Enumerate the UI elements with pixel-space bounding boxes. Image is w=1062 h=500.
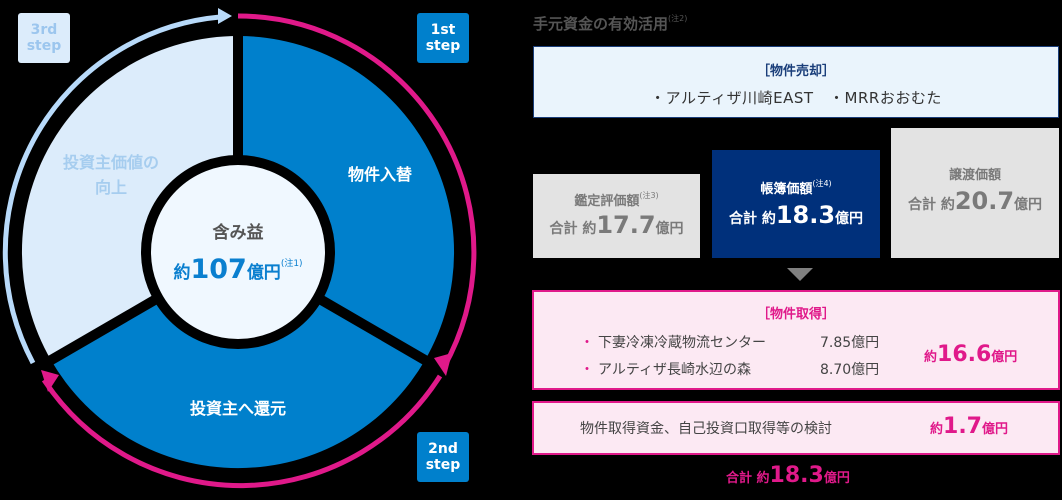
- acquisition-item: ・アルティザ長崎水辺の森 8.70億円: [580, 359, 879, 379]
- price-value: 合計 約17.7億円: [533, 211, 700, 239]
- transfer-price-box: 譲渡価額 合計 約20.7億円: [891, 128, 1059, 258]
- total-label: 合計 約: [728, 211, 776, 227]
- amount: 20.7: [954, 187, 1015, 215]
- label-line: 投資主価値の: [62, 153, 159, 172]
- property-amount: 8.70億円: [820, 362, 880, 378]
- approx-prefix: 約: [924, 350, 938, 365]
- price-label: 帳簿価額(注4): [712, 178, 880, 197]
- amount: 1.7: [943, 414, 982, 439]
- cycle-arrow-1: [237, 13, 477, 369]
- property-name: 下妻冷凍冷蔵物流センター: [598, 335, 766, 351]
- arrowhead-3: [218, 8, 232, 24]
- step-word: step: [26, 38, 62, 54]
- sale-items: ・アルティザ川崎EAST ・MRRおおむた: [650, 89, 942, 107]
- price-value: 合計 約20.7億円: [891, 187, 1059, 215]
- appraisal-value-box: 鑑定評価額(注3) 合計 約17.7億円: [533, 174, 700, 258]
- consideration-text: 物件取得資金、自己投資口取得等の検討: [580, 421, 832, 437]
- unrealized-gain-title: 含み益: [212, 223, 264, 243]
- price-label: 譲渡価額: [891, 164, 1059, 183]
- approx-prefix: 約: [930, 422, 944, 437]
- unrealized-gain-value: 約107億円(注1): [150, 254, 326, 285]
- footnote-ref: (注4): [812, 179, 832, 188]
- segment-label-property-replacement: 物件入替: [347, 165, 412, 184]
- approx-prefix: 約: [173, 263, 191, 283]
- arrowhead-1: [434, 353, 452, 376]
- cycle-diagram: [2, 8, 477, 489]
- unit: 億円: [982, 422, 1009, 437]
- footnote-ref: (注1): [280, 259, 303, 269]
- consideration-box: 物件取得資金、自己投資口取得等の検討 約1.7億円: [532, 401, 1060, 455]
- center-circle: [141, 155, 335, 349]
- arrowhead-2: [41, 370, 59, 392]
- bullet-icon: ・: [580, 362, 594, 378]
- consideration-amount: 約1.7億円: [930, 414, 1008, 439]
- step-word: step: [425, 457, 461, 473]
- step-number: 1st: [430, 22, 456, 38]
- property-name: アルティザ長崎水辺の森: [598, 362, 752, 378]
- cycle-arrow-2: [41, 374, 443, 489]
- cycle-arrow-3: [2, 14, 221, 365]
- grand-total: 合計 約18.3億円: [726, 463, 850, 488]
- amount: 16.6: [937, 342, 992, 367]
- amount: 107: [190, 254, 247, 285]
- segment-label-value-improvement: 投資主価値の 向上: [46, 150, 176, 200]
- book-value-box: 帳簿価額(注4) 合計 約18.3億円: [712, 150, 880, 258]
- amount: 18.3: [775, 201, 836, 229]
- segment-return-to-investors: [50, 300, 426, 469]
- segment-value-improvement: [21, 36, 238, 360]
- acquisition-item: ・下妻冷凍冷蔵物流センター 7.85億円: [580, 332, 879, 352]
- panel-title: 手元資金の有効活用(注2): [533, 13, 687, 34]
- label-line: 向上: [94, 178, 127, 197]
- label-text: 鑑定評価額: [574, 194, 640, 209]
- property-amount: 7.85億円: [820, 335, 880, 351]
- amount: 17.7: [596, 211, 656, 239]
- unit: 億円: [246, 263, 281, 283]
- step-badge-2nd: 2nd step: [417, 432, 469, 482]
- unit: 億円: [655, 221, 684, 237]
- amount: 18.3: [769, 463, 824, 488]
- total-label: 合計 約: [549, 221, 597, 237]
- title-text: 手元資金の有効活用: [533, 15, 669, 33]
- bullet-icon: ・: [580, 335, 594, 351]
- total-label: 合計 約: [907, 197, 955, 213]
- acquisition-total: 約16.6億円: [924, 342, 1017, 367]
- step-number: 3rd: [30, 22, 58, 38]
- step-badge-1st: 1st step: [417, 13, 469, 63]
- segment-label-return-to-investors: 投資主へ還元: [189, 399, 286, 418]
- step-word: step: [425, 38, 461, 54]
- segment-property-replacement: [238, 35, 455, 360]
- unit: 億円: [1014, 197, 1043, 213]
- total-label: 合計 約: [726, 471, 770, 486]
- footnote-ref: (注3): [639, 191, 659, 200]
- acquisition-header: ［物件取得］: [756, 307, 835, 322]
- unit: 億円: [835, 211, 864, 227]
- footnote-ref: (注2): [668, 14, 688, 23]
- down-triangle-icon: [787, 268, 813, 281]
- label-text: 譲渡価額: [948, 168, 1001, 183]
- step-number: 2nd: [428, 441, 458, 457]
- price-label: 鑑定評価額(注3): [533, 190, 700, 209]
- step-badge-3rd: 3rd step: [18, 13, 70, 63]
- property-sale-box: ［物件売却］ ・アルティザ川崎EAST ・MRRおおむた: [533, 46, 1059, 118]
- price-value: 合計 約18.3億円: [712, 201, 880, 229]
- sale-header: ［物件売却］: [756, 64, 835, 79]
- label-text: 帳簿価額: [760, 182, 813, 197]
- property-acquisition-box: ［物件取得］ ・下妻冷凍冷蔵物流センター 7.85億円 ・アルティザ長崎水辺の森…: [532, 290, 1060, 390]
- unit: 億円: [991, 350, 1018, 365]
- unit: 億円: [823, 471, 850, 486]
